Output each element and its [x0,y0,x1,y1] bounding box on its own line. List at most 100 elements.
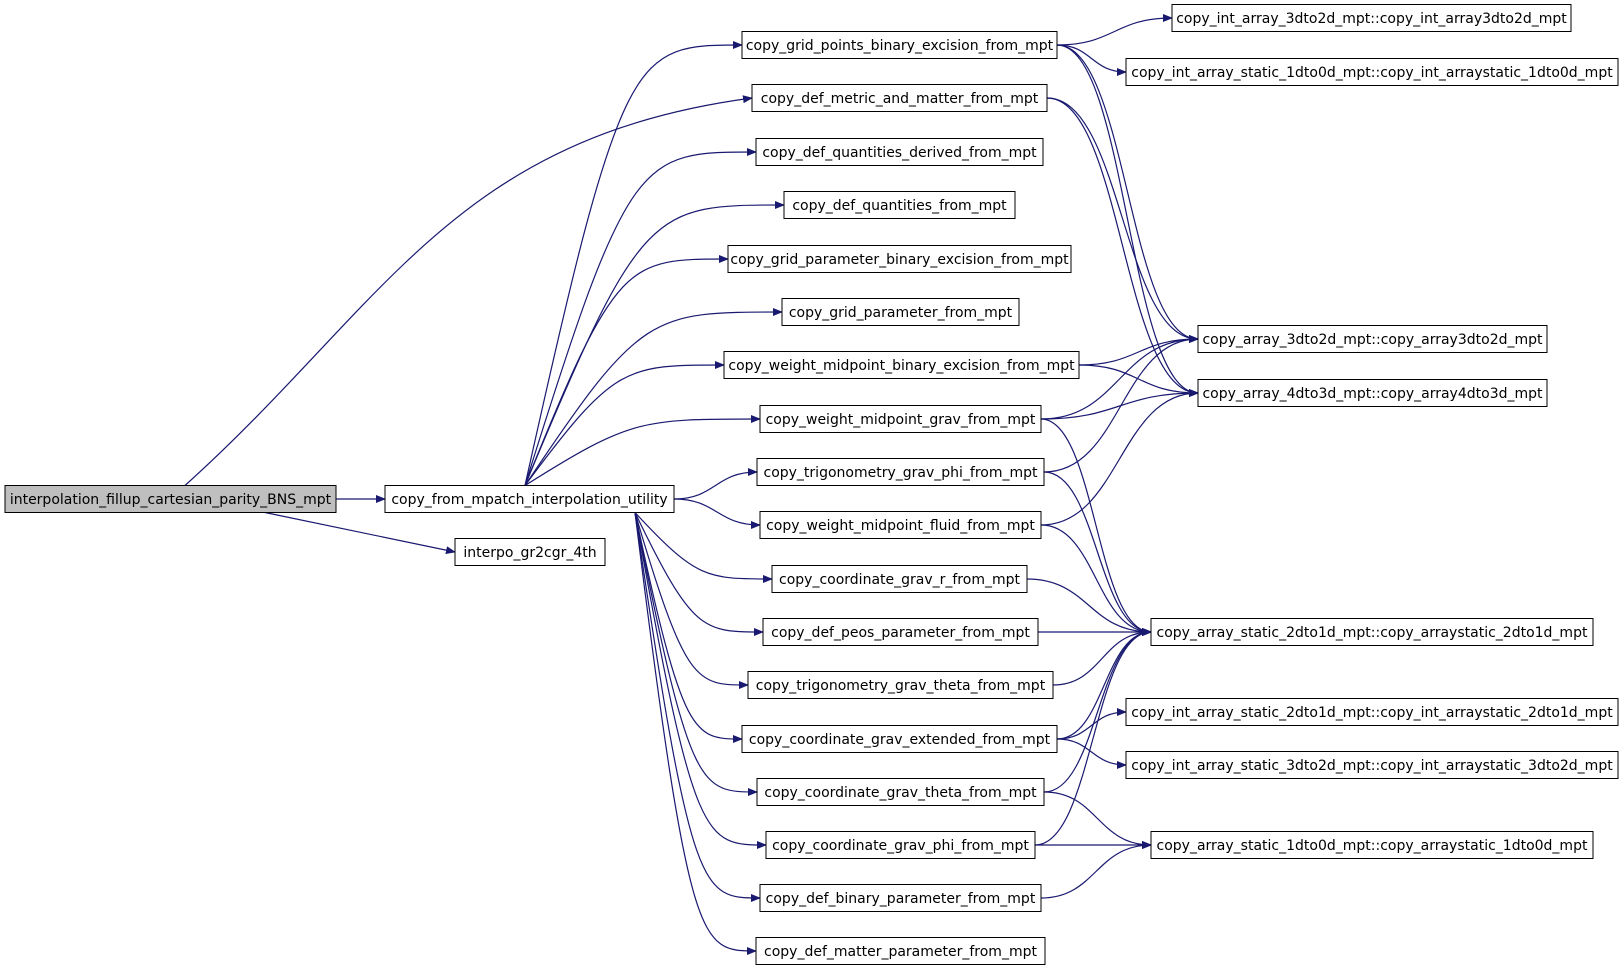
node-box [759,511,1042,539]
edge-path [1043,335,1199,473]
edge-path [1046,97,1199,343]
node-box [783,191,1016,219]
edge-path [634,512,767,849]
edge-path [1056,708,1127,740]
node-copy-trigonometry-grav-phi-from-mpt[interactable]: copy_trigonometry_grav_phi_from_mpt [756,458,1045,486]
node-label: copy_coordinate_grav_theta_from_mpt [764,785,1037,801]
edge-util-to-dbp [634,512,761,902]
edge-util-to-dqd [524,148,757,486]
edge-gpbe-to-ias1 [1056,44,1127,76]
edge-path [1040,389,1199,526]
node-copy-from-mpatch-interpolation-utility[interactable]: copy_from_mpatch_interpolation_utility [384,485,675,513]
node-label: copy_from_mpatch_interpolation_utility [391,492,667,508]
edge-path [524,308,783,486]
node-copy-coordinate-grav-extended-from-mpt[interactable]: copy_coordinate_grav_extended_from_mpt [741,725,1058,753]
node-box [762,618,1039,646]
node-copy-array-static-1dto0d-mpt-copy-arraystatic-1dto0d-mpt[interactable]: copy_array_static_1dto0d_mpt::copy_array… [1150,831,1594,859]
edge-util-to-tgt [634,512,749,689]
node-copy-def-matter-parameter-from-mpt[interactable]: copy_def_matter_parameter_from_mpt [755,937,1046,965]
edge-cge-to-ias3 [1056,738,1127,769]
edge-dmm-to-a4 [1046,97,1199,397]
node-label: copy_int_array_3dto2d_mpt::copy_int_arra… [1176,11,1567,27]
node-label: interpo_gr2cgr_4th [463,545,596,561]
edge-wmg-to-as2 [1040,418,1152,636]
node-box [756,458,1045,486]
node-label: copy_weight_midpoint_fluid_from_mpt [766,518,1035,534]
edge-path [1056,44,1127,76]
node-copy-def-binary-parameter-from-mpt[interactable]: copy_def_binary_parameter_from_mpt [759,884,1042,912]
node-copy-int-array-static-3dto2d-mpt-copy-int-arraystatic-3dto2d-mpt[interactable]: copy_int_array_static_3dto2d_mpt::copy_i… [1125,751,1619,779]
edge-path [524,255,729,486]
node-copy-array-static-2dto1d-mpt-copy-arraystatic-2dto1d-mpt[interactable]: copy_array_static_2dto1d_mpt::copy_array… [1150,618,1594,646]
node-copy-coordinate-grav-theta-from-mpt[interactable]: copy_coordinate_grav_theta_from_mpt [756,778,1045,806]
node-label: copy_def_metric_and_matter_from_mpt [761,91,1039,107]
node-box [384,485,675,513]
edge-path [1046,97,1199,397]
edge-util-to-cge [634,512,743,743]
edge-tgt-to-as2 [1052,628,1152,686]
node-label: copy_grid_points_binary_excision_from_mp… [746,38,1054,54]
node-copy-weight-midpoint-grav-from-mpt[interactable]: copy_weight_midpoint_grav_from_mpt [759,405,1042,433]
node-copy-int-array-3dto2d-mpt-copy-int-array3dto2d-mpt[interactable]: copy_int_array_3dto2d_mpt::copy_int_arra… [1171,4,1572,32]
node-box [1150,831,1594,859]
node-copy-grid-parameter-from-mpt[interactable]: copy_grid_parameter_from_mpt [781,298,1020,326]
node-box [765,831,1036,859]
edge-path [673,468,758,500]
edge-path [634,512,764,636]
node-box [741,725,1058,753]
node-label: copy_coordinate_grav_r_from_mpt [779,572,1020,588]
node-label: copy_def_binary_parameter_from_mpt [766,891,1036,907]
node-copy-def-peos-parameter-from-mpt[interactable]: copy_def_peos_parameter_from_mpt [762,618,1039,646]
edge-path [524,415,761,487]
edge-wmg-to-a4 [1040,389,1199,420]
node-copy-array-3dto2d-mpt-copy-array3dto2d-mpt[interactable]: copy_array_3dto2d_mpt::copy_array3dto2d_… [1197,325,1548,353]
edge-path [524,361,725,486]
edge-path [1040,335,1199,420]
node-copy-array-4dto3d-mpt-copy-array4dto3d-mpt[interactable]: copy_array_4dto3d_mpt::copy_array4dto3d_… [1197,379,1548,407]
edge-cgp-to-as2 [1034,628,1152,846]
edge-dbp-to-as1 [1040,841,1152,899]
node-copy-coordinate-grav-phi-from-mpt[interactable]: copy_coordinate_grav_phi_from_mpt [765,831,1036,859]
edge-path [1052,628,1152,686]
edge-tgp-to-a3 [1043,335,1199,473]
edge-root-to-dmm [184,95,753,486]
node-label: copy_array_3dto2d_mpt::copy_array3dto2d_… [1202,332,1543,348]
edge-path [673,498,761,529]
edge-path [1040,524,1152,636]
edge-util-to-cgr [634,512,773,583]
node-copy-def-metric-and-matter-from-mpt[interactable]: copy_def_metric_and_matter_from_mpt [751,84,1048,112]
node-box [747,671,1054,699]
node-label: copy_weight_midpoint_binary_excision_fro… [728,358,1075,374]
node-box [781,298,1020,326]
node-copy-grid-points-binary-excision-from-mpt[interactable]: copy_grid_points_binary_excision_from_mp… [741,31,1058,59]
edge-path [524,148,757,486]
node-interpo-gr2cgr-4th[interactable]: interpo_gr2cgr_4th [454,538,606,566]
edge-wmbe-to-a4 [1078,364,1199,397]
node-label: copy_weight_midpoint_grav_from_mpt [766,412,1036,428]
node-copy-int-array-static-1dto0d-mpt-copy-int-arraystatic-1dto0d-mpt[interactable]: copy_int_array_static_1dto0d_mpt::copy_i… [1125,58,1619,86]
edge-util-to-wmf [673,498,761,529]
node-label: copy_def_quantities_from_mpt [792,198,1007,214]
node-copy-weight-midpoint-binary-excision-from-mpt[interactable]: copy_weight_midpoint_binary_excision_fro… [723,351,1080,379]
node-copy-def-quantities-derived-from-mpt[interactable]: copy_def_quantities_derived_from_mpt [755,138,1044,166]
node-copy-int-array-static-2dto1d-mpt-copy-int-arraystatic-2dto1d-mpt[interactable]: copy_int_array_static_2dto1d_mpt::copy_i… [1125,698,1619,726]
node-copy-trigonometry-grav-theta-from-mpt[interactable]: copy_trigonometry_grav_theta_from_mpt [747,671,1054,699]
node-copy-grid-parameter-binary-excision-from-mpt[interactable]: copy_grid_parameter_binary_excision_from… [727,245,1072,273]
edge-util-to-dmp [634,512,757,955]
node-copy-coordinate-grav-r-from-mpt[interactable]: copy_coordinate_grav_r_from_mpt [771,565,1028,593]
node-label: copy_trigonometry_grav_theta_from_mpt [756,678,1046,694]
edge-path [634,512,761,902]
node-box [751,84,1048,112]
node-interpolation-fillup-cartesian-parity-bns-mpt[interactable]: interpolation_fillup_cartesian_parity_BN… [4,485,337,513]
node-copy-weight-midpoint-fluid-from-mpt[interactable]: copy_weight_midpoint_fluid_from_mpt [759,511,1042,539]
node-copy-def-quantities-from-mpt[interactable]: copy_def_quantities_from_mpt [783,191,1016,219]
edge-path [1040,841,1152,899]
edge-util-to-cgp [634,512,767,849]
edge-wmf-to-a4 [1040,389,1199,526]
edge-path [634,512,773,583]
edge-path [1043,791,1152,849]
node-box [4,485,337,513]
edge-util-to-tgp [673,468,758,500]
edge-util-to-gp [524,308,783,486]
